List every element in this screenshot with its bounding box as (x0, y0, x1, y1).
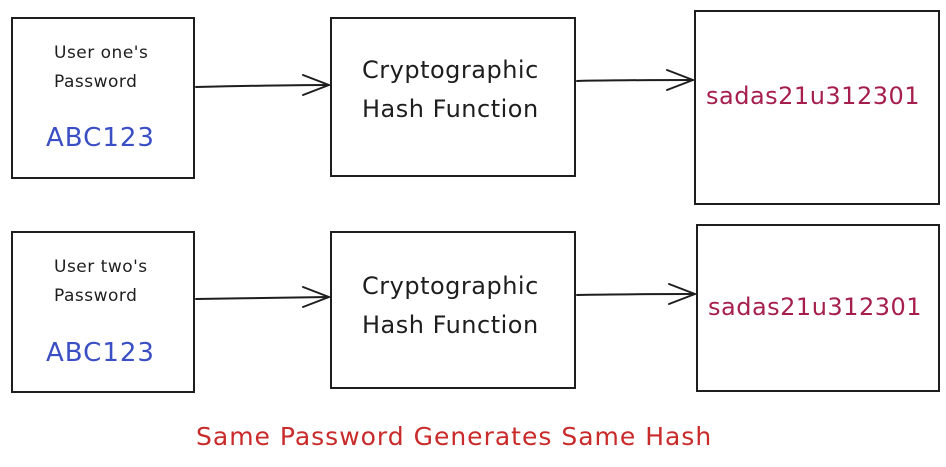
arrowhead-function-to-output-row2 (668, 283, 696, 305)
input-label-line1-row1: User one's (54, 43, 149, 63)
arrowhead-function-to-output-row1 (666, 69, 694, 91)
hash-output-value-row2: sadas21u312301 (708, 293, 923, 321)
diagram-caption: Same Password Generates Same Hash (196, 422, 713, 451)
arrowhead-input-to-function-row1 (302, 74, 330, 96)
hash-output-box-row1 (694, 10, 940, 205)
input-label-line2-row2: Password (54, 286, 138, 306)
arrow-input-to-function-row2 (195, 296, 330, 300)
hash-function-label-line1-row1: Cryptographic (362, 56, 539, 84)
hash-function-label-line2-row1: Hash Function (362, 95, 539, 123)
input-label-line1-row2: User two's (54, 257, 148, 277)
password-value-row2: ABC123 (46, 338, 155, 368)
arrowhead-input-to-function-row2 (302, 286, 330, 308)
arrow-function-to-output-row1 (576, 79, 694, 82)
input-label-line2-row1: Password (54, 72, 138, 92)
hash-function-box-row1 (330, 17, 576, 177)
password-input-box-row1 (11, 17, 195, 179)
hash-function-label-line2-row2: Hash Function (362, 311, 539, 339)
arrow-function-to-output-row2 (576, 293, 696, 296)
hash-output-value-row1: sadas21u312301 (706, 82, 921, 110)
hash-function-label-line1-row2: Cryptographic (362, 272, 539, 300)
hash-output-box-row2 (696, 224, 940, 392)
password-value-row1: ABC123 (46, 123, 155, 153)
hash-function-box-row2 (330, 231, 576, 389)
password-input-box-row2 (11, 231, 195, 393)
arrow-input-to-function-row1 (195, 84, 330, 88)
